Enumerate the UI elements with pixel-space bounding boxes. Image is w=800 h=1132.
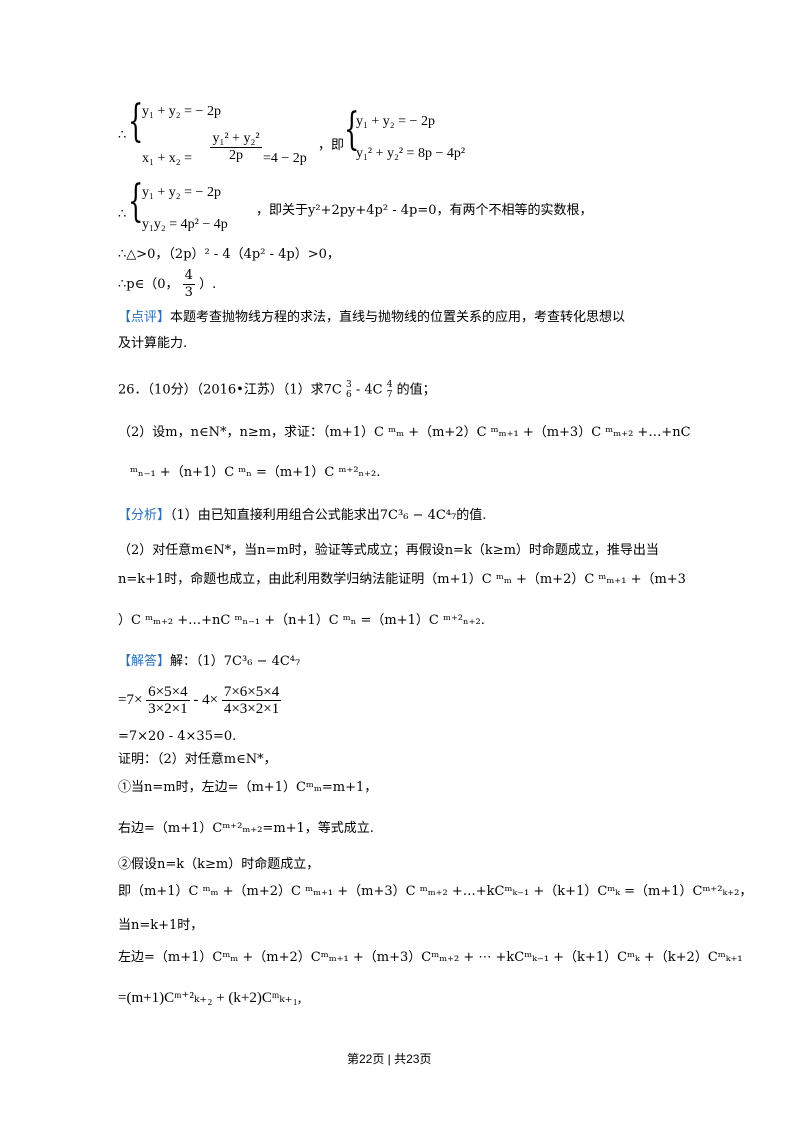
binom-bottom: 7 <box>386 390 393 400</box>
system1-row1: y₁ + y₂ = − 2p <box>142 104 221 119</box>
left-brace: { <box>128 176 144 227</box>
proof-step2: ②假设n=k（k≥m）时命题成立， <box>118 857 320 872</box>
page-footer: 第22页 | 共23页 <box>347 1052 432 1066</box>
problem-26-line3: ᵐₙ₋₁ +（n+1）C ᵐₙ =（m+1）C ᵐ⁺²ₙ₊₂. <box>130 465 381 480</box>
solution-line1: 【解答】解：（1）7C³₆ − 4C⁴₇ <box>118 654 300 670</box>
review-line-1: 【点评】本题考查抛物线方程的求法，直线与抛物线的位置关系的应用，考查转化思想以 <box>118 310 625 326</box>
calc-numerator-2: 7×6×5×4 <box>221 684 282 701</box>
review-text: 本题考查抛物线方程的求法，直线与抛物线的位置关系的应用，考查转化思想以 <box>170 310 626 325</box>
left-brace: { <box>344 104 360 155</box>
problem-26-line2: （2）设m，n∈N*，n≥m，求证：（m+1）C ᵐₘ +（m+2）C ᵐₘ₊₁… <box>118 425 691 440</box>
system2-row2: y₁² + y₂² = 8p − 4p² <box>356 146 466 161</box>
analysis-line2: （2）对任意m∈N*，当n=m时，验证等式成立；再假设n=k（k≥m）时命题成立… <box>118 543 659 558</box>
analysis-line1: 【分析】（1）由已知直接利用组合公式能求出7C³₆ − 4C⁴₇的值. <box>118 508 486 524</box>
analysis-line4: ）C ᵐₘ₊₂ +…+nC ᵐₙ₋₁ +（n+1）C ᵐₙ =（m+1）C ᵐ⁺… <box>118 613 485 628</box>
problem-minus: - 4C <box>355 382 383 398</box>
proof-left-side: 左边=（m+1）Cᵐₘ +（m+2）Cᵐₘ₊₁ +（m+3）Cᵐₘ₊₂ + ⋯ … <box>118 950 743 965</box>
solution-result: =7×20 - 4×35=0. <box>118 729 237 744</box>
system2-row1: y₁ + y₂ = − 2p <box>356 114 435 129</box>
therefore-symbol: ∴ <box>118 128 127 143</box>
left-brace: { <box>128 96 144 147</box>
binom-top: 3 <box>345 380 352 390</box>
ji-connector: ，即 <box>318 138 345 153</box>
p-range-denominator: 3 <box>184 285 193 300</box>
calc-prefix: =7× <box>118 691 143 708</box>
fraction-denominator: 2p <box>229 148 243 163</box>
calc-denominator-1: 3×2×1 <box>148 701 188 717</box>
discriminant-line: ∴△>0，（2p）² - 4（4p² - 4p）>0， <box>118 247 340 262</box>
problem-end: 的值； <box>396 382 436 398</box>
calc-denominator-2: 4×3×2×1 <box>223 701 280 717</box>
problem-header: 26．（10分）（2016•江苏）（1）求7C <box>118 382 342 398</box>
system1-row2-right: =4 − 2p <box>263 151 307 166</box>
p-range-prefix: ∴p∈（0， <box>118 277 179 292</box>
binom-top: 4 <box>386 380 393 390</box>
solution-calc-line: =7× 6×5×4 3×2×1 - 4× 7×6×5×4 4×3×2×1 <box>118 684 282 717</box>
fraction-numerator: y₁² + y₂² <box>210 131 262 148</box>
p-range-line: ∴p∈（0， 4 3 ）. <box>118 268 216 301</box>
proof-intro: 证明：（2）对任意m∈N*， <box>118 752 277 767</box>
solution-label: 解：（1）7C³₆ − 4C⁴₇ <box>170 654 301 669</box>
proof-step2-equation: 即（m+1）C ᵐₘ +（m+2）C ᵐₘ₊₁ +（m+3）C ᵐₘ₊₂ +…+… <box>118 884 753 899</box>
analysis-tag: 【分析】 <box>118 508 171 523</box>
proof-final: =(m+1)Cᵐ⁺²ₖ₊₂ + (k+2)Cᵐₖ₊₁, <box>118 990 302 1006</box>
therefore-symbol: ∴ <box>118 207 127 222</box>
proof-step3: 当n=k+1时， <box>118 918 204 933</box>
analysis-line3: n=k+1时，命题也成立，由此利用数学归纳法能证明（m+1）C ᵐₘ +（m+2… <box>118 572 686 587</box>
proof-step1: ①当n=m时，左边=（m+1）Cᵐₘ=m+1， <box>118 780 378 795</box>
binom-bottom: 6 <box>345 390 352 400</box>
system1-fraction: y₁² + y₂² 2p <box>198 131 274 164</box>
system3-row1: y₁ + y₂ = − 2p <box>142 185 221 200</box>
system1-row2-left: x₁ + x₂ = <box>142 151 193 166</box>
solution-tag: 【解答】 <box>118 654 171 669</box>
p-range-suffix: ）. <box>199 277 217 292</box>
review-line-2: 及计算能力. <box>118 336 188 351</box>
calc-mid: - 4× <box>193 691 219 708</box>
proof-step1b: 右边=（m+1）Cᵐ⁺²ₘ₊₂=m+1，等式成立. <box>118 821 374 836</box>
review-tag: 【点评】 <box>118 310 171 325</box>
quadratic-statement: ，即关于y²+2py+4p² - 4p=0，有两个不相等的实数根， <box>256 203 593 218</box>
p-range-numerator: 4 <box>182 268 195 285</box>
analysis-text: （1）由已知直接利用组合公式能求出7C³₆ − 4C⁴₇的值. <box>170 508 487 523</box>
system3-row2: y₁y₂ = 4p² − 4p <box>142 217 228 232</box>
calc-numerator-1: 6×5×4 <box>146 684 190 701</box>
